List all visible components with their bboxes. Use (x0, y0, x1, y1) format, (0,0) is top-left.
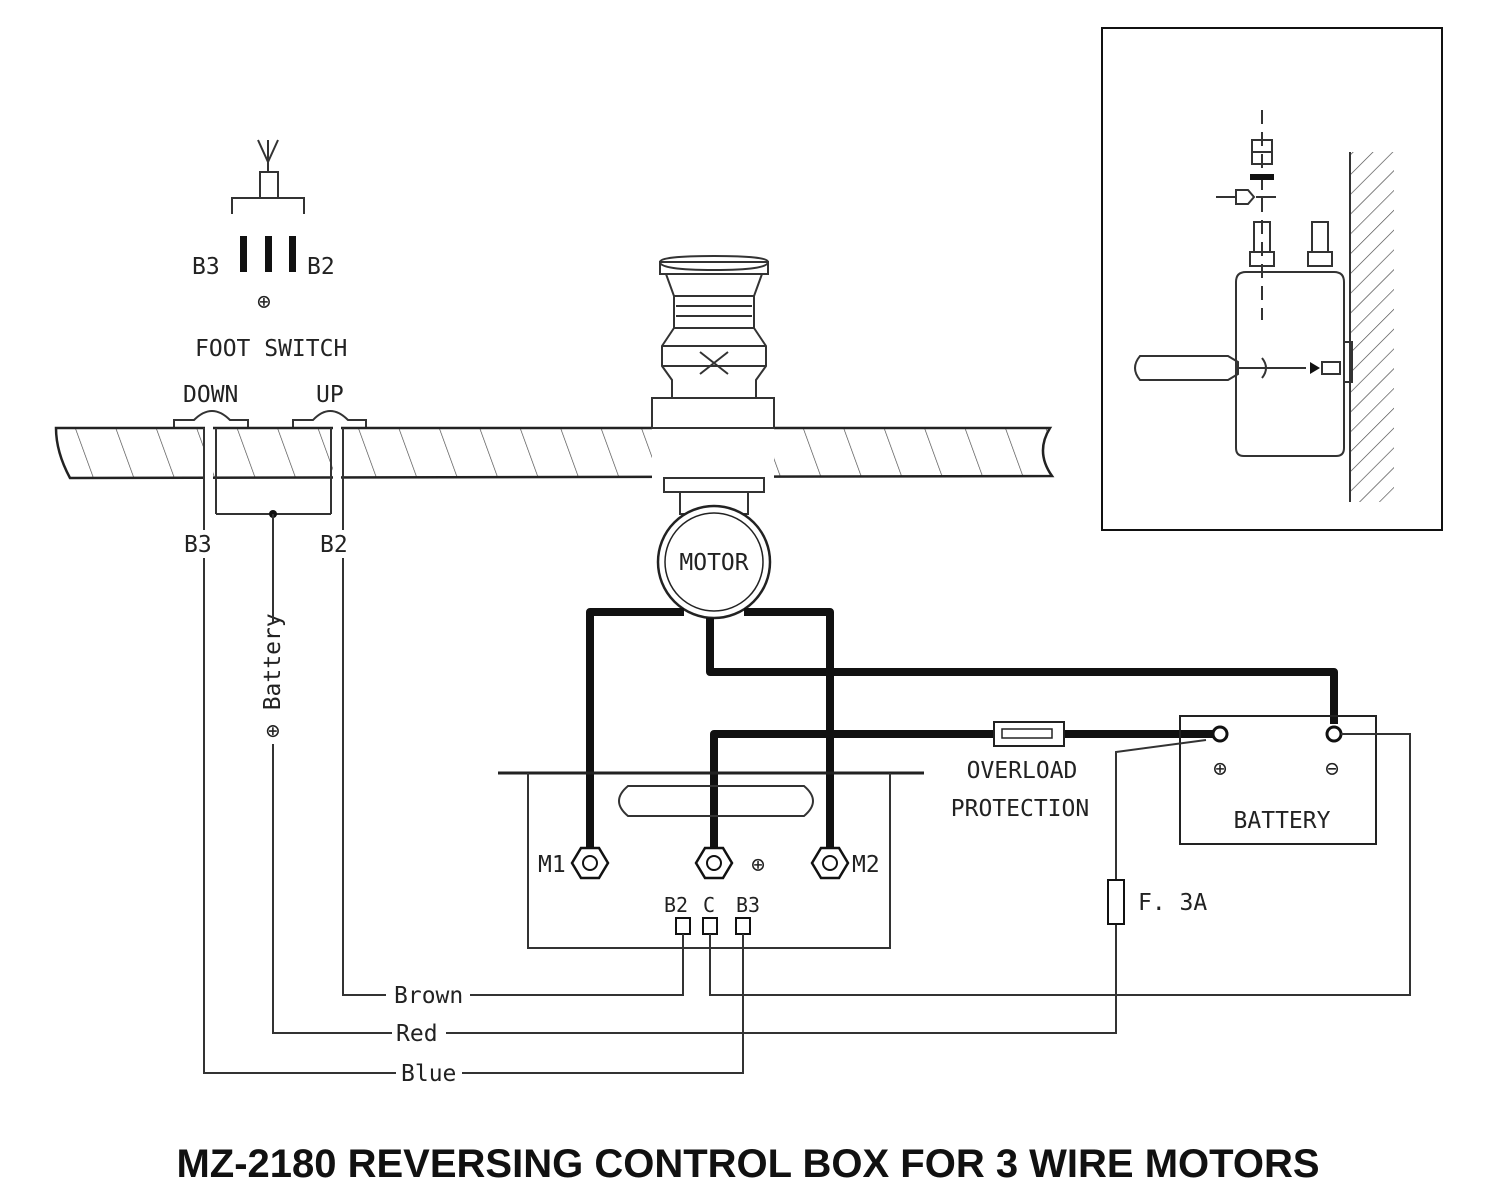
foot-switch-label: FOOT SWITCH (195, 336, 347, 362)
terminal-b2-label: B2 (664, 893, 688, 917)
foot-switch-down-pedal (173, 410, 249, 428)
heavy-wiring (586, 608, 1338, 848)
terminal-c (702, 917, 718, 935)
terminal-b3 (735, 917, 751, 935)
battery-plus-symbol: ⊕ (1213, 756, 1227, 782)
switch-down-label: DOWN (183, 382, 238, 408)
plug-pin-label-b3: B3 (192, 254, 220, 280)
terminal-m1 (570, 846, 610, 880)
mounting-detail-inset (1101, 27, 1443, 531)
plug-plus-symbol: ⊕ (257, 289, 271, 315)
wire-label-red: Red (396, 1021, 438, 1047)
plug-pin-right (289, 236, 296, 272)
terminal-c-label: C (703, 893, 715, 917)
overload-protection-breaker (993, 721, 1065, 747)
deck-section (54, 426, 1055, 480)
fuse (1107, 879, 1125, 925)
deck-wire-label-b3: B3 (184, 532, 212, 558)
windlass-capstan (651, 254, 775, 515)
fuse-label: F. 3A (1138, 890, 1207, 916)
battery-wire-label: ⊕ Battery (260, 613, 286, 738)
overload-label-line1: OVERLOAD (967, 758, 1078, 784)
diagram-title: MZ-2180 REVERSING CONTROL BOX FOR 3 WIRE… (176, 1142, 1319, 1186)
plug-pin-label-b2: B2 (307, 254, 335, 280)
control-box-handle (618, 785, 814, 817)
battery-positive-terminal (1211, 725, 1229, 743)
battery-box (1179, 715, 1377, 845)
foot-switch-up-pedal (292, 410, 367, 428)
terminal-positive (694, 846, 734, 880)
battery-minus-symbol: ⊖ (1325, 756, 1339, 782)
terminal-m1-label: M1 (538, 852, 566, 878)
deck-wire-label-b2: B2 (320, 532, 348, 558)
terminal-positive-symbol: ⊕ (751, 852, 765, 878)
wire-label-brown: Brown (394, 983, 463, 1009)
terminal-b2 (675, 917, 691, 935)
battery-negative-terminal (1325, 725, 1343, 743)
overload-label-line2: PROTECTION (951, 796, 1089, 822)
foot-switch-plug (231, 139, 305, 272)
terminal-m2 (810, 846, 850, 880)
deck-mount-gap (652, 424, 774, 480)
control-wiring (203, 514, 1411, 1074)
terminal-m2-label: M2 (852, 852, 880, 878)
motor-label: MOTOR (679, 550, 748, 576)
terminal-b3-label: B3 (736, 893, 760, 917)
plug-pin-center (265, 236, 272, 272)
switch-up-label: UP (316, 382, 344, 408)
plug-pin-left (240, 236, 247, 272)
battery-label: BATTERY (1234, 808, 1331, 834)
wire-label-blue: Blue (401, 1061, 456, 1087)
